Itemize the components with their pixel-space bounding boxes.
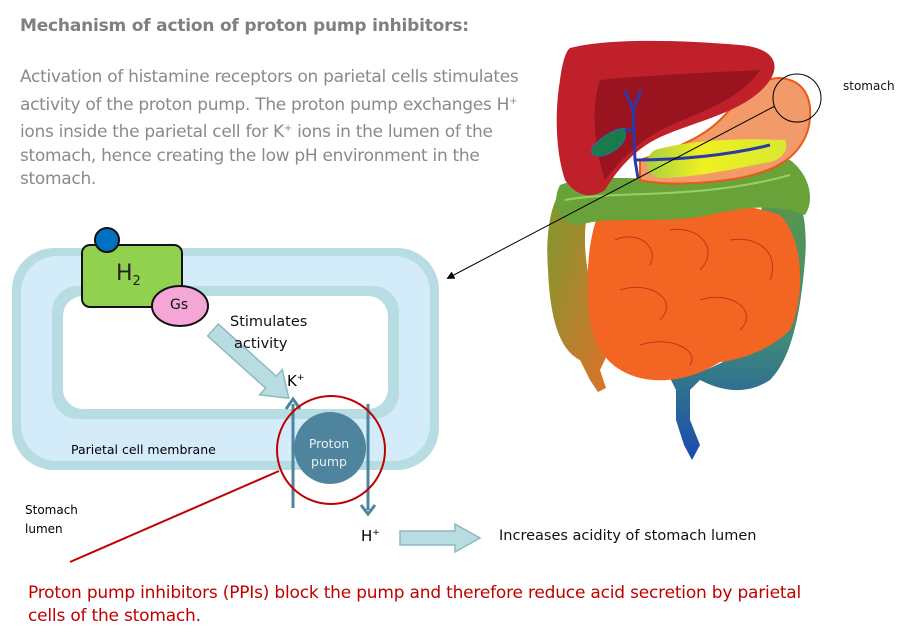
- gs-label: Gs: [170, 297, 189, 313]
- intro-text-3: ions in the lumen of the stomach, hence …: [20, 122, 493, 189]
- h2-receptor: [81, 227, 209, 327]
- h2-subscript: 2: [132, 274, 141, 289]
- page-title: Mechanism of action of proton pump inhib…: [20, 16, 469, 36]
- intestine-folds: [614, 228, 774, 366]
- pump-line-1: Proton: [308, 436, 350, 451]
- stimulates-arrow: [206, 322, 290, 400]
- highlight-pointer-line: [69, 470, 280, 563]
- proton-pump: [294, 412, 366, 484]
- stomach-callout-circle: [772, 73, 822, 123]
- liver-shade: [594, 70, 760, 180]
- lumen-line-2: lumen: [25, 522, 63, 536]
- h-ion-arrow: [359, 404, 377, 517]
- colon-highlight: [564, 174, 791, 201]
- stomach-callout-arrow: [446, 105, 776, 279]
- intro-text-2: ions inside the parietal cell for K: [20, 122, 284, 142]
- acidity-arrow: [399, 522, 482, 554]
- parietal-cell: [12, 248, 439, 470]
- digestive-system-illustration: [446, 40, 822, 460]
- stimulates-label: Stimulates activity: [230, 311, 307, 355]
- stomach-callout-label: stomach: [843, 79, 895, 93]
- pump-line-2: pump: [311, 454, 347, 469]
- proton-pump-label: Proton pump: [297, 435, 361, 471]
- intro-text-1: Activation of histamine receptors on par…: [20, 67, 519, 115]
- k-letter: K: [287, 372, 297, 390]
- stomach-lumen-label: Stomach lumen: [25, 501, 78, 539]
- gallbladder: [591, 127, 627, 157]
- h-letter: H: [361, 527, 373, 545]
- bile-duct: [623, 89, 771, 179]
- h2-receptor-label: H2: [116, 261, 141, 289]
- k-ion-label: K+: [287, 372, 304, 390]
- stimulates-line-1: Stimulates: [230, 314, 308, 330]
- gs-protein: [151, 285, 209, 327]
- membrane-label: Parietal cell membrane: [71, 442, 216, 457]
- h2-letter: H: [116, 261, 133, 286]
- highlight-circle: [276, 395, 386, 505]
- lumen-line-1: Stomach: [25, 503, 78, 517]
- histamine-ligand: [94, 227, 120, 253]
- k-sup: +: [296, 373, 305, 383]
- k-ion-arrow: [284, 396, 302, 508]
- intro-paragraph: Activation of histamine receptors on par…: [20, 66, 520, 192]
- stimulates-line-2: activity: [234, 336, 288, 352]
- superscript-plus: +: [283, 123, 292, 134]
- h-sup: +: [372, 528, 380, 538]
- h-ion-label: H+: [361, 527, 380, 545]
- small-intestine: [587, 201, 801, 381]
- acidity-result-label: Increases acidity of stomach lumen: [499, 528, 757, 544]
- conclusion-text: Proton pump inhibitors (PPIs) block the …: [28, 583, 802, 626]
- superscript-plus: +: [509, 95, 518, 107]
